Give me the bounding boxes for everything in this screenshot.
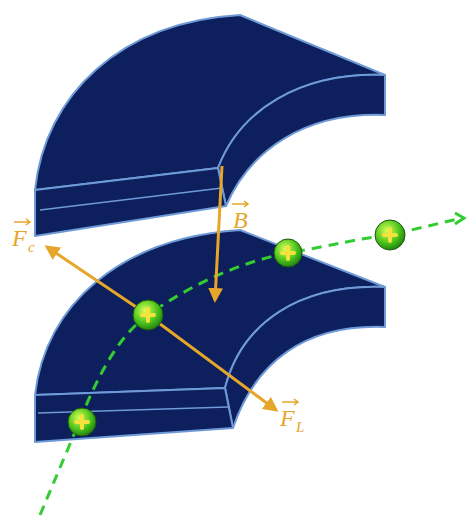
force-subscript: L <box>296 420 304 435</box>
field-label: B <box>233 208 248 232</box>
vector-arrow-marks <box>14 201 298 405</box>
b-field-arrow <box>215 166 222 300</box>
force-label: F <box>12 226 27 250</box>
trajectory-head <box>455 213 464 224</box>
lorentz-force-arrow <box>148 315 276 410</box>
lower-magnet <box>35 230 385 442</box>
proton <box>68 220 405 436</box>
upper-magnet <box>35 15 385 236</box>
force-subscript: c <box>28 240 35 255</box>
trajectory <box>40 218 462 515</box>
centripetal-force-arrow <box>47 247 148 315</box>
force-label: F <box>280 406 295 430</box>
